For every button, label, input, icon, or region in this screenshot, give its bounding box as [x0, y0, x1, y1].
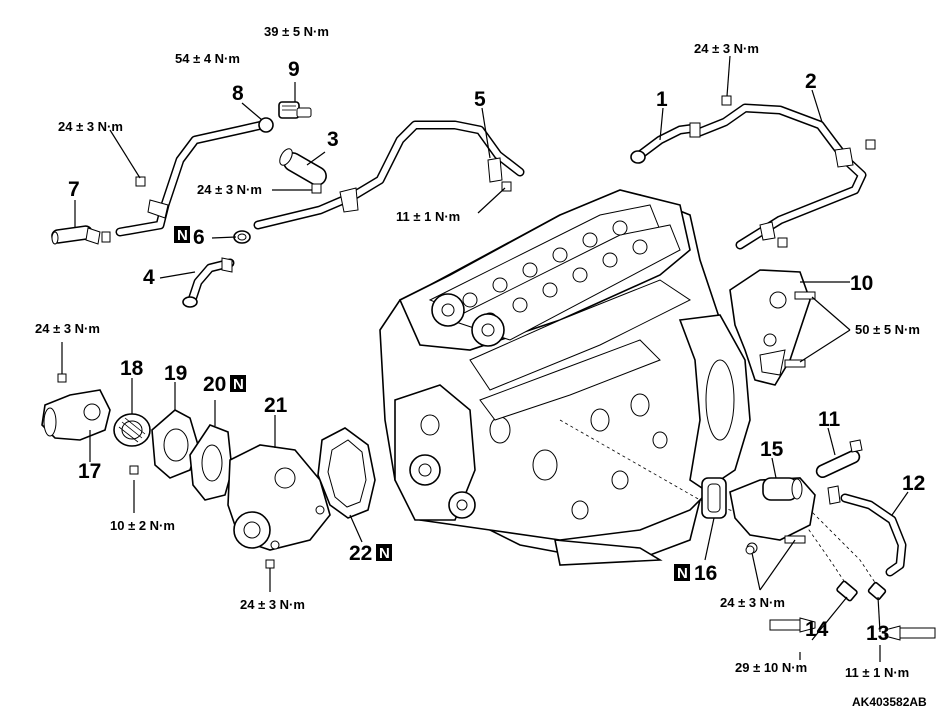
- part-num-4: 4: [143, 266, 155, 289]
- part-num-18: 18: [120, 357, 144, 380]
- torque-labels: 39 ± 5 N·m 54 ± 4 N·m 24 ± 3 N·m 24 ± 3 …: [35, 24, 920, 680]
- torque-label: 50 ± 5 N·m: [855, 322, 920, 337]
- part-num-19: 19: [164, 362, 187, 385]
- part-num-14: 14: [805, 618, 829, 641]
- torque-label: 24 ± 3 N·m: [720, 595, 785, 610]
- part-num-17: 17: [78, 460, 101, 483]
- part-num-13: 13: [866, 622, 889, 645]
- o-ring-6: [233, 230, 251, 244]
- part-num-22: 22: [349, 542, 372, 565]
- part-num-16: 16: [694, 562, 717, 585]
- part-num-6: 6: [193, 226, 205, 249]
- water-pump-21: [227, 444, 331, 551]
- camshaft-lobes: [462, 220, 648, 328]
- part-num-20: 20: [203, 373, 226, 396]
- new-part-mark-6: N: [174, 226, 190, 244]
- new-part-mark-20: N: [230, 375, 246, 393]
- torque-label: 24 ± 3 N·m: [35, 321, 100, 336]
- hose-3: [279, 148, 327, 186]
- torque-label: 11 ± 1 N·m: [396, 209, 460, 224]
- svg-text:N: N: [233, 376, 244, 393]
- svg-text:N: N: [177, 227, 188, 244]
- part-numbers: 9 8 7 3 6 4 5 1 2 10 18 19 20 21 17 22 1…: [68, 58, 925, 645]
- torque-label: 29 ± 10 N·m: [735, 660, 807, 675]
- part-num-2: 2: [805, 70, 817, 93]
- torque-label: 39 ± 5 N·m: [264, 24, 329, 39]
- hose-12: [827, 485, 907, 577]
- water-outlet-15: [729, 477, 816, 554]
- part-num-8: 8: [232, 82, 244, 105]
- part-num-5: 5: [474, 88, 486, 111]
- part-num-11: 11: [818, 408, 841, 431]
- torque-label: 11 ± 1 N·m: [845, 665, 909, 680]
- part-num-10: 10: [850, 272, 873, 295]
- torque-label: 54 ± 4 N·m: [175, 51, 240, 66]
- svg-text:N: N: [677, 565, 688, 582]
- torque-label: 24 ± 3 N·m: [240, 597, 305, 612]
- hose-7: [51, 225, 111, 245]
- hose-11: [815, 439, 863, 478]
- torque-label: 24 ± 3 N·m: [694, 41, 759, 56]
- gasket-20: [189, 424, 233, 501]
- block-bores: [420, 393, 668, 520]
- part-num-12: 12: [902, 472, 925, 495]
- hose-1: [630, 122, 701, 164]
- part-num-1: 1: [656, 88, 668, 111]
- part-num-9: 9: [288, 58, 300, 81]
- engine-assembly: [379, 189, 881, 591]
- water-pipe-5: [253, 120, 525, 230]
- thermostat-18: [113, 413, 151, 447]
- new-part-mark-16: N: [674, 564, 690, 582]
- part-num-7: 7: [68, 178, 80, 201]
- new-part-mark-22: N: [376, 544, 392, 562]
- torque-label: 10 ± 2 N·m: [110, 518, 175, 533]
- gasket-22: [317, 427, 376, 519]
- sensor-13: [867, 581, 936, 641]
- gasket-19: [151, 409, 199, 479]
- part-num-15: 15: [760, 438, 784, 461]
- svg-text:N: N: [379, 545, 390, 562]
- bracket-10: [729, 269, 811, 386]
- drawing-code: AK403582AB: [852, 695, 927, 709]
- torque-label: 24 ± 3 N·m: [197, 182, 262, 197]
- gasket-16: [701, 477, 727, 519]
- new-part-marks: N N N N: [174, 226, 690, 582]
- part-num-21: 21: [264, 394, 288, 417]
- cam-sprockets: [431, 293, 505, 347]
- sensor-14: [769, 580, 858, 633]
- water-pipe-upper-left: [115, 117, 274, 237]
- fitting-9: [278, 101, 312, 119]
- torque-label: 24 ± 3 N·m: [58, 119, 123, 134]
- thermostat-housing-17: [41, 389, 111, 441]
- part-num-3: 3: [327, 128, 339, 151]
- hose-4: [182, 257, 235, 308]
- leader-lines: [61, 55, 909, 662]
- water-pipe-2: [695, 103, 867, 250]
